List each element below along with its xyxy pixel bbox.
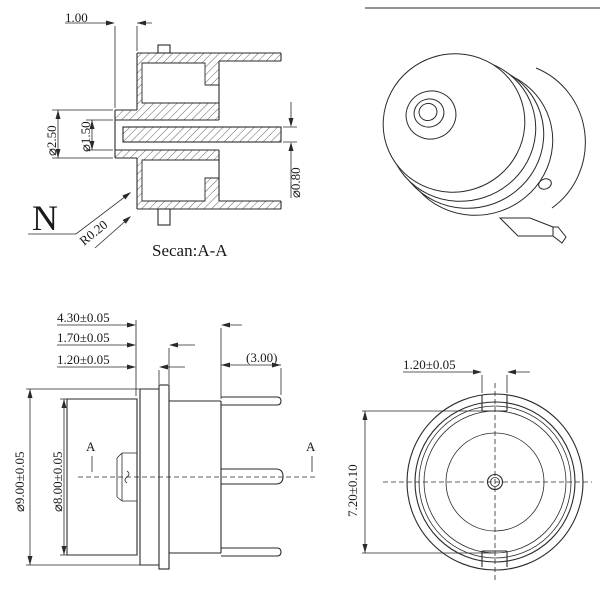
bottom-tab bbox=[157, 208, 171, 226]
side-pin-middle bbox=[221, 468, 284, 485]
iso-bracket-pin bbox=[498, 217, 554, 237]
section-view: 1.00 ⌀2.50 ⌀1.50 ⌀0.80 N R0.20 Secan:A-A bbox=[28, 10, 303, 260]
dim-front-dia: ⌀8.00±0.05 bbox=[50, 452, 65, 512]
dim-inner-dia: 7.20±0.10 bbox=[345, 464, 360, 517]
dim-nozzle-hole-dia: ⌀1.50 bbox=[78, 121, 93, 152]
dim-nozzle-outer-dia: ⌀2.50 bbox=[44, 125, 59, 156]
bottom-wall-hatch bbox=[219, 201, 281, 209]
top-tab bbox=[157, 44, 171, 54]
dim-corner-radius: R0.20 bbox=[76, 217, 110, 248]
front-crosshair bbox=[383, 383, 592, 582]
dim-nozzle-protrusion: 1.00 bbox=[65, 10, 88, 25]
surface-mark-n: N bbox=[32, 198, 58, 238]
iso-back-shell bbox=[535, 67, 586, 209]
iso-nozzle-hole bbox=[418, 102, 438, 122]
dim-flange-back: 1.70±0.05 bbox=[57, 330, 110, 345]
side-nozzle-hidden bbox=[116, 452, 137, 502]
side-pin-bottom bbox=[221, 547, 282, 557]
iso-pin-stub bbox=[538, 178, 552, 190]
section-marker-left: A bbox=[86, 439, 96, 454]
dim-tab-width: 1.20±0.05 bbox=[403, 357, 456, 372]
top-wall-hatch bbox=[219, 53, 281, 61]
iso-nozzle-ring bbox=[413, 98, 445, 128]
dim-pin-dia: ⌀0.80 bbox=[288, 167, 303, 198]
center-pin-section bbox=[122, 126, 282, 143]
section-marker-right: A bbox=[306, 439, 316, 454]
dim-body-dia: ⌀9.00±0.05 bbox=[12, 452, 27, 512]
dim-pin-length: (3.00) bbox=[246, 350, 277, 365]
isometric-view bbox=[365, 7, 600, 244]
section-caption: Secan:A-A bbox=[152, 241, 228, 260]
iso-bracket-bend bbox=[552, 226, 567, 244]
dim-total-length: 4.30±0.05 bbox=[57, 310, 110, 325]
dim-flange-front: 1.20±0.05 bbox=[57, 352, 110, 367]
side-pin-top bbox=[221, 396, 282, 406]
side-body-outline bbox=[66, 388, 222, 566]
section-outline bbox=[114, 52, 282, 210]
front-view: 1.20±0.05 7.20±0.10 bbox=[345, 357, 592, 582]
side-view: A A ⌀9.00±0.05 ⌀8.00±0.05 4.30±0.05 1.70… bbox=[12, 310, 318, 570]
front-tab-bottom bbox=[481, 550, 508, 567]
